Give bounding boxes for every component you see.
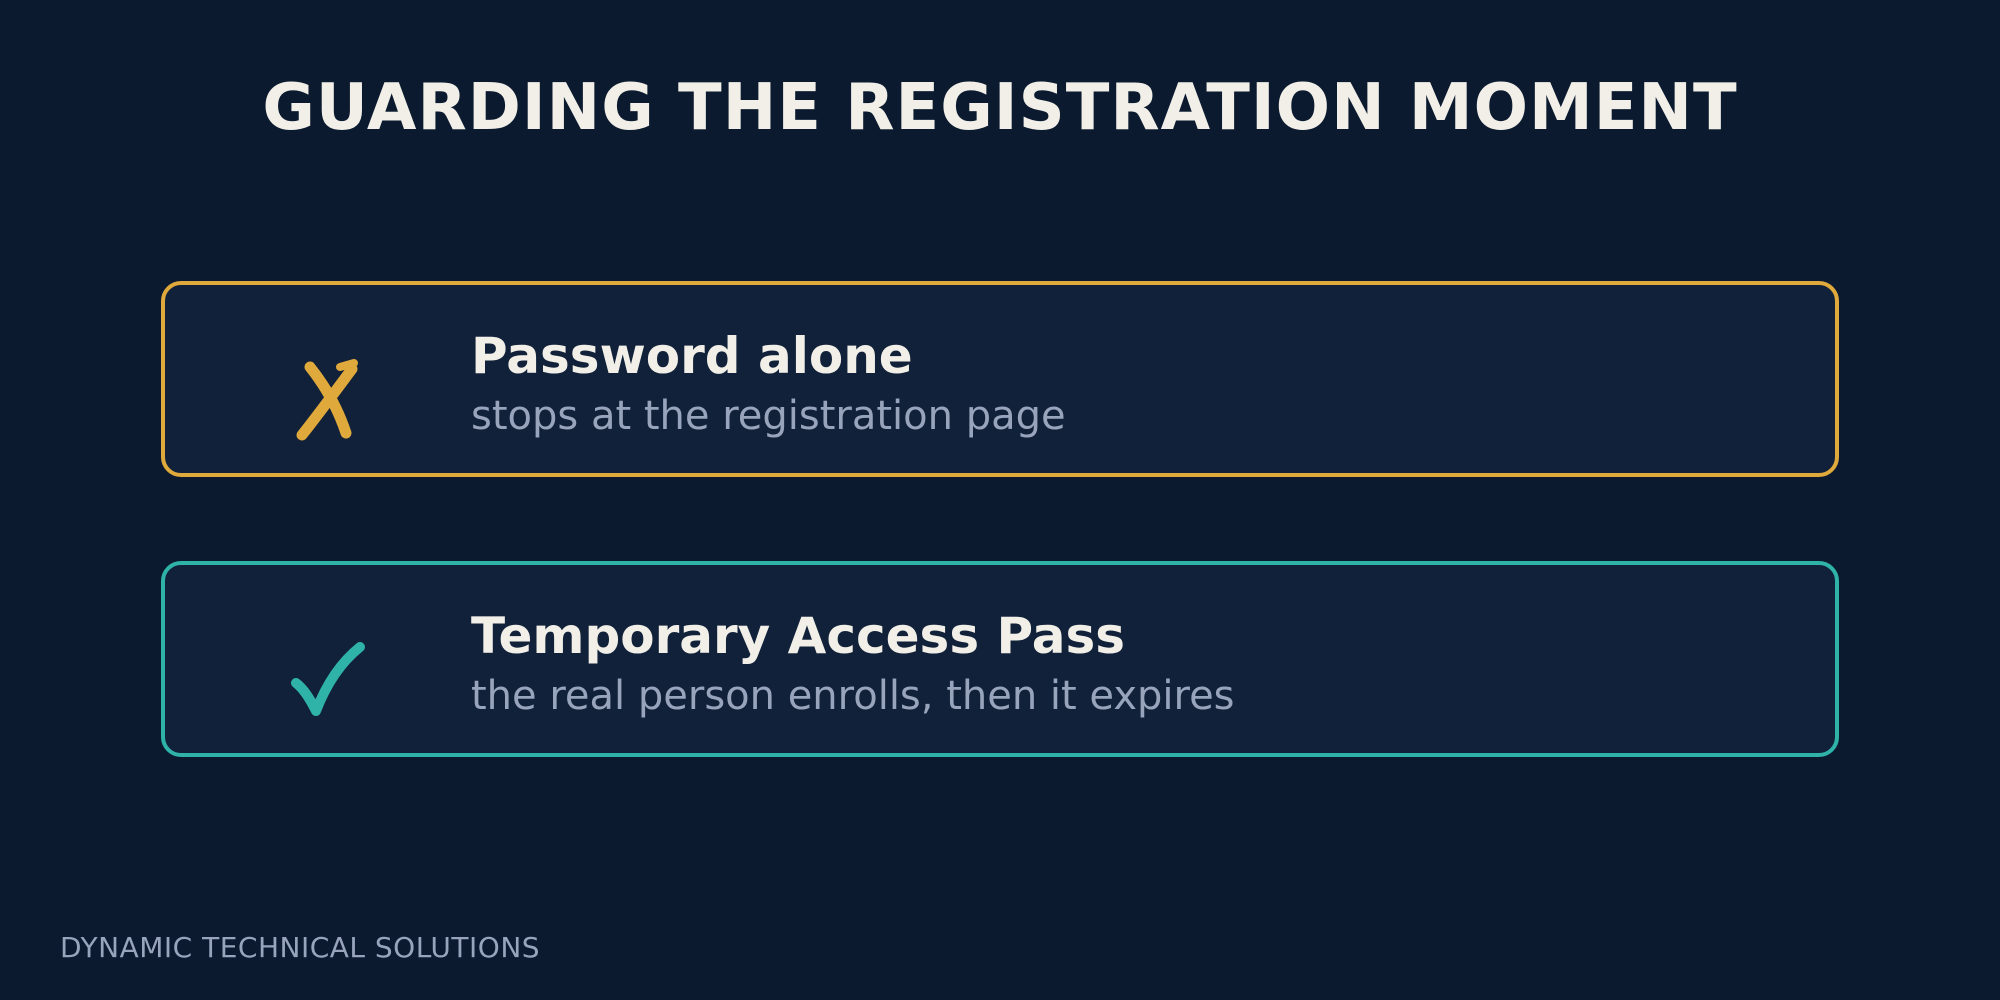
company-name: DYNAMIC TECHNICAL SOLUTIONS [60, 931, 541, 964]
page-title: GUARDING THE REGISTRATION MOMENT [262, 71, 1738, 145]
check-mark-icon [280, 633, 370, 723]
temporary-access-pass-card: Temporary Access Pass the real person en… [161, 561, 1839, 757]
card-heading: Temporary Access Pass [471, 607, 1126, 665]
password-alone-card: Password alone stops at the registration… [161, 281, 1839, 477]
cross-mark-icon [280, 353, 370, 443]
card-subtext: stops at the registration page [471, 393, 1066, 439]
card-subtext: the real person enrolls, then it expires [471, 673, 1235, 719]
card-heading: Password alone [471, 327, 913, 385]
